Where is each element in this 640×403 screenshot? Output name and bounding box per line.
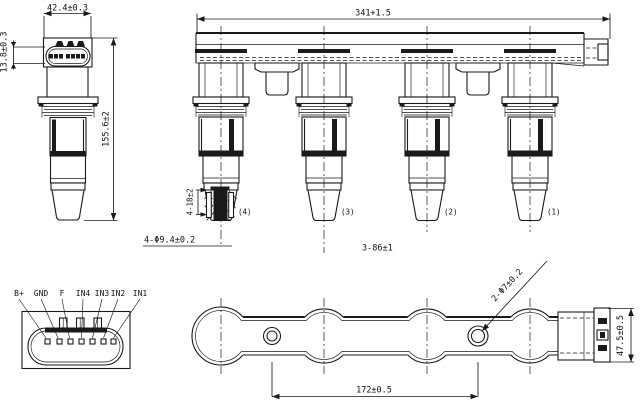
- dim-coil-width: 42.4±0.3: [47, 4, 88, 14]
- tower-label-2: (2): [444, 208, 458, 217]
- pin-label-in4: IN4: [76, 289, 91, 298]
- pinout-key-tabs: [58, 317, 103, 329]
- connector-head: [42, 37, 93, 68]
- coil-boot: [51, 189, 85, 221]
- hole-dia-leader: [481, 260, 548, 332]
- coil-flange: [37, 96, 99, 105]
- tower-label-4: (4): [238, 208, 252, 217]
- dim-connector-height: 13.8±0.3: [0, 32, 10, 73]
- mounting-boss: [455, 62, 501, 96]
- boot-cross-section: [204, 186, 237, 221]
- mounting-boss: [254, 62, 300, 96]
- dim-rail-width: 47.5±0.5: [616, 315, 626, 356]
- mounting-hole: [262, 326, 282, 346]
- connector-latch: [55, 41, 64, 47]
- pin-label-in2: IN2: [111, 289, 126, 298]
- pin-label-gnd: GND: [34, 289, 49, 298]
- dim-boot-depth: 4-18±2: [186, 188, 195, 215]
- dim-tower-pitch: 3-86±1: [362, 244, 393, 254]
- rail-end-lobe: [191, 306, 244, 366]
- hv-contact-spring: [213, 189, 228, 220]
- tower-lobes-bottom: [304, 354, 550, 364]
- connector-pin-marks: [49, 54, 85, 59]
- coil-body-stripe: [52, 119, 56, 153]
- mounting-hole: [467, 325, 489, 347]
- view-pinout: B+ GND F IN4 IN3 IN2 IN1: [14, 289, 148, 370]
- dim-overall-length: 341+1.5: [355, 9, 391, 19]
- pinout-outline-box: [21, 310, 131, 370]
- dim-overall-height: 155.6±2: [102, 111, 112, 147]
- pinout-connector-shell: [27, 327, 124, 366]
- coil-seal-band: [50, 151, 86, 156]
- pin-label-in1: IN1: [133, 289, 148, 298]
- coil-ribs: [41, 103, 95, 118]
- tower-label-1: (1): [547, 208, 561, 217]
- view-coil-side: 42.4±0.3 1: [0, 4, 118, 221]
- dim-hole-pitch: 172±0.5: [356, 386, 392, 396]
- coil-head-body: [46, 66, 89, 98]
- view-rail-side: 341+1.5: [143, 9, 611, 254]
- dim-hole-dia: 2-Φ7±0.2: [490, 267, 525, 304]
- pin-label-bplus: B+: [14, 289, 24, 298]
- dim-tower-hole: 4-Φ9.4±0.2: [144, 236, 195, 246]
- pin-label-f: F: [60, 289, 65, 298]
- bottom-connector-body: [557, 311, 595, 361]
- connector-latch: [76, 41, 85, 47]
- tower-label-3: (3): [341, 208, 355, 217]
- connector-latch: [66, 41, 75, 47]
- tower-lobes-top: [304, 308, 550, 318]
- pin-label-in3: IN3: [95, 289, 110, 298]
- pinout-pins: [44, 338, 117, 345]
- view-rail-bottom: 2-Φ7±0.2 172±0.5 47.5±0.5: [191, 260, 634, 400]
